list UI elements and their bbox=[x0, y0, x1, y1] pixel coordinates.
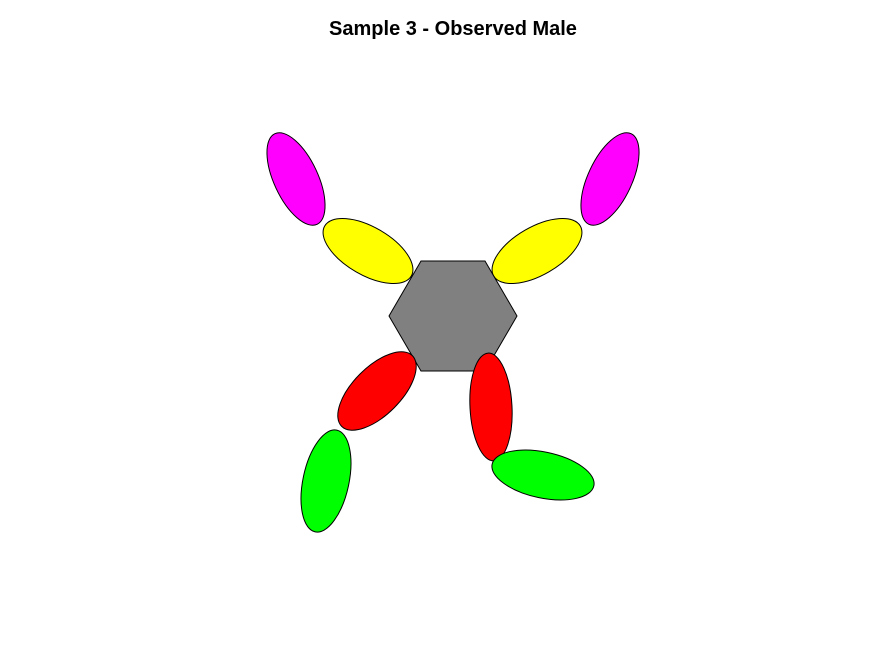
left-shin bbox=[300, 429, 352, 533]
left-forearm bbox=[266, 132, 326, 226]
figure-title: Sample 3 - Observed Male bbox=[329, 18, 577, 40]
left-thigh bbox=[337, 351, 417, 431]
right-thigh bbox=[469, 352, 513, 462]
right-forearm bbox=[580, 132, 640, 226]
left-upper-arm bbox=[322, 217, 414, 285]
right-shin bbox=[491, 449, 595, 501]
